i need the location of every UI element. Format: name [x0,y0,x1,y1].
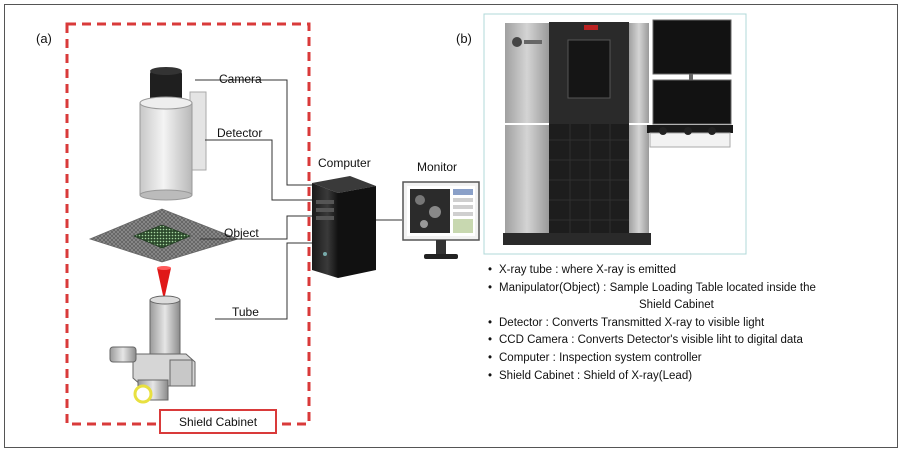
computer-label: Computer [318,156,371,170]
legend-item: Detector : Converts Transmitted X-ray to… [488,315,816,333]
shield-cabinet-border [65,22,311,426]
shield-cabinet-text: Shield Cabinet [178,414,258,429]
legend-item: Shield Cabinet : Shield of X-ray(Lead) [488,368,816,386]
camera-label: Camera [219,72,262,86]
xray-cabinet-photo [483,13,747,255]
legend-item: Computer : Inspection system controller [488,350,816,368]
legend-text: Shield Cabinet : Shield of X-ray(Lead) [499,369,693,382]
connection-lines [195,79,402,320]
legend-text: X-ray tube : where X-ray is emitted [499,264,677,276]
panel-b-tag: (b) [456,31,472,46]
object-label: Object [224,226,259,240]
legend-text: CCD Camera : Converts Detector's visible… [499,334,803,347]
component-legend: X-ray tube : where X-ray is emitted Mani… [488,262,816,385]
legend-text: Detector : Converts Transmitted X-ray to… [499,316,765,329]
object-illustration [88,208,240,263]
monitor-label: Monitor [417,160,458,174]
camera-detector-illustration [139,67,207,201]
legend-text: Computer : Inspection system controller [499,351,702,364]
tube-label: Tube [232,305,259,319]
monitor-illustration [402,181,480,259]
tube-line [215,242,313,320]
tube-illustration [109,266,196,404]
detector-line [205,139,313,201]
computer-illustration [312,176,376,278]
detector-label: Detector [217,126,263,140]
camera-line [195,79,313,186]
figure-frame [4,4,898,448]
legend-text-continued: Shield Cabinet [639,299,714,312]
legend-text: Manipulator(Object) : Sample Loading Tab… [499,281,816,294]
legend-item: Manipulator(Object) : Sample Loading Tab… [488,280,816,315]
legend-item: CCD Camera : Converts Detector's visible… [488,332,816,350]
panel-a-tag: (a) [36,31,52,46]
legend-item: X-ray tube : where X-ray is emitted [488,262,816,280]
shield-cabinet-label: Shield Cabinet [159,409,277,434]
object-line [200,215,313,240]
